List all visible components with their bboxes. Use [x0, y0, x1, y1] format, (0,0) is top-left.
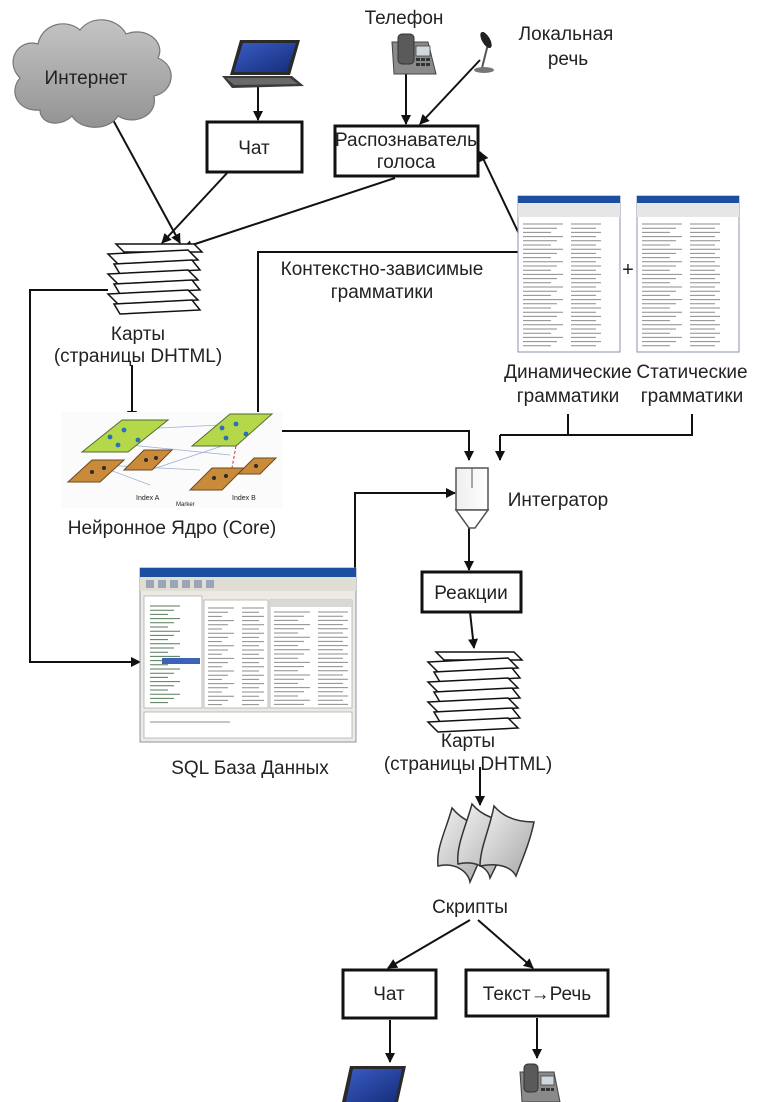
- chat-top-box: Чат: [205, 120, 304, 174]
- local-speech-label-1: Локальная: [519, 24, 614, 45]
- core-network-icon: Index A Index B Marker: [62, 412, 282, 508]
- context-label-1: Контекстно-зависимые: [281, 259, 484, 280]
- phone-top: Телефон: [365, 8, 444, 75]
- core-marker: Marker: [176, 502, 195, 508]
- static-label-2: грамматики: [641, 386, 744, 407]
- maps-bottom-label-2: (страницы DHTML): [384, 754, 552, 775]
- integrator: Интегратор: [454, 467, 608, 529]
- context-grammars: Контекстно-зависимые грамматики: [281, 259, 484, 303]
- phone-icon: [391, 33, 437, 75]
- maps-top-label-2: (страницы DHTML): [54, 346, 222, 367]
- laptop-icon: [342, 1066, 406, 1102]
- laptop-bottom: [342, 1066, 406, 1102]
- laptop-top: [222, 40, 304, 88]
- reactions-box: Реакции: [420, 570, 523, 614]
- dynamic-grammar-window: Динамические грамматики: [504, 195, 632, 407]
- chat-bottom-label: Чат: [373, 984, 405, 1005]
- microphone-top: Локальная речь: [474, 24, 613, 73]
- connections: [29, 59, 693, 1063]
- dynamic-label-2: грамматики: [517, 386, 620, 407]
- maps-top-label-1: Карты: [111, 324, 165, 345]
- core-label: Нейронное Ядро (Core): [68, 518, 277, 539]
- scripts-label: Скрипты: [432, 897, 508, 918]
- maps-bottom: Карты (страницы DHTML): [384, 651, 552, 775]
- database-window-icon: [139, 567, 357, 743]
- chat-top-label: Чат: [238, 138, 270, 159]
- grammar-window-icon: [636, 195, 740, 353]
- page-stack-icon: [426, 651, 524, 733]
- reactions-label: Реакции: [434, 583, 507, 604]
- integrator-label: Интегратор: [508, 490, 608, 511]
- page-stack-icon: [106, 243, 204, 315]
- scripts-icon: [437, 802, 535, 885]
- maps-bottom-label-1: Карты: [441, 731, 495, 752]
- sql-database: SQL База Данных: [139, 567, 357, 779]
- core-index-a: Index A: [136, 495, 160, 502]
- sql-label: SQL База Данных: [171, 758, 329, 779]
- neural-core: Index A Index B Marker Нейронное Ядро (C…: [62, 412, 282, 539]
- microphone-icon: [474, 31, 494, 73]
- dynamic-label-1: Динамические: [504, 362, 632, 383]
- cloud-icon: [12, 19, 172, 128]
- phone-bottom: [519, 1063, 561, 1102]
- maps-top: Карты (страницы DHTML): [54, 243, 222, 367]
- chat-bottom-box: Чат: [341, 968, 438, 1020]
- integrator-funnel-icon: [454, 467, 490, 529]
- tts-box: Текст→Речь: [464, 968, 610, 1018]
- static-grammar-window: Статические грамматики: [636, 195, 748, 407]
- phone-label: Телефон: [365, 8, 444, 29]
- recognizer-label-2: голоса: [377, 152, 436, 173]
- laptop-icon: [222, 40, 304, 88]
- internet-cloud: Интернет: [12, 19, 172, 128]
- phone-icon: [519, 1063, 561, 1102]
- scripts: Скрипты: [432, 802, 535, 918]
- static-label-1: Статические: [636, 362, 747, 383]
- internet-label: Интернет: [45, 68, 128, 89]
- voice-recognizer-box: Распознаватель голоса: [333, 124, 480, 178]
- tts-label: Текст→Речь: [483, 984, 592, 1005]
- core-index-b: Index B: [232, 495, 256, 502]
- context-label-2: грамматики: [331, 282, 434, 303]
- local-speech-label-2: речь: [548, 49, 588, 70]
- plus-sign: +: [622, 259, 634, 281]
- grammar-window-icon: [517, 195, 621, 353]
- recognizer-label-1: Распознаватель: [335, 130, 477, 151]
